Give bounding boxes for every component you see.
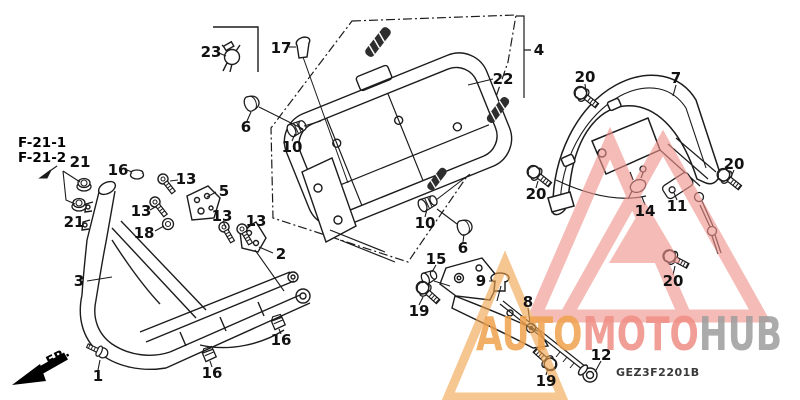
callout-20: 20 — [662, 272, 684, 290]
callout-20: 20 — [574, 68, 596, 86]
callout-14: 14 — [634, 202, 656, 220]
callout-5: 5 — [218, 182, 230, 200]
callout-13: 13 — [211, 207, 233, 225]
watermark-triangle-orange — [441, 250, 569, 400]
callout-16: 16 — [270, 331, 292, 349]
callout-23: 23 — [200, 43, 222, 61]
callout-17: 17 — [270, 39, 292, 57]
callout-19: 19 — [535, 372, 557, 390]
reference-label-f212: F-21-2 — [18, 150, 67, 166]
callout-18: 18 — [133, 224, 155, 242]
callout-12: 12 — [590, 346, 612, 364]
callout-16: 16 — [107, 161, 129, 179]
watermark-triangle — [554, 129, 772, 323]
callout-21: 21 — [69, 153, 91, 171]
reference-labels: F-21-1 F-21-2 — [18, 136, 66, 166]
callout-19: 19 — [408, 302, 430, 320]
callout-13: 13 — [245, 212, 267, 230]
callout-8: 8 — [522, 293, 534, 311]
reference-label-f211: F-21-1 — [18, 135, 67, 151]
callout-16: 16 — [201, 364, 223, 382]
callout-10: 10 — [281, 138, 303, 156]
callout-3: 3 — [73, 272, 85, 290]
callout-6: 6 — [457, 239, 469, 257]
callout-15: 15 — [425, 250, 447, 268]
callout-1: 1 — [92, 367, 104, 385]
callout-20: 20 — [525, 185, 547, 203]
watermark-triangle-solid — [609, 202, 681, 263]
callout-9: 9 — [475, 272, 487, 290]
callout-20: 20 — [723, 155, 745, 173]
callout-21: 21 — [63, 213, 85, 231]
callout-4: 4 — [533, 41, 545, 59]
callout-7: 7 — [670, 69, 682, 87]
watermark-logo — [441, 126, 772, 400]
callout-2: 2 — [275, 245, 287, 263]
callout-13: 13 — [130, 202, 152, 220]
callout-10: 10 — [414, 214, 436, 232]
fr-direction-arrow — [12, 352, 68, 385]
callout-22: 22 — [492, 70, 514, 88]
callout-11: 11 — [666, 197, 688, 215]
watermark-text: AUTOMOTOHUB — [476, 307, 782, 361]
callout-6: 6 — [240, 118, 252, 136]
diagram-part-code: GEZ3F2201B — [616, 366, 700, 379]
leader-lines — [38, 46, 735, 376]
callout-13: 13 — [175, 170, 197, 188]
